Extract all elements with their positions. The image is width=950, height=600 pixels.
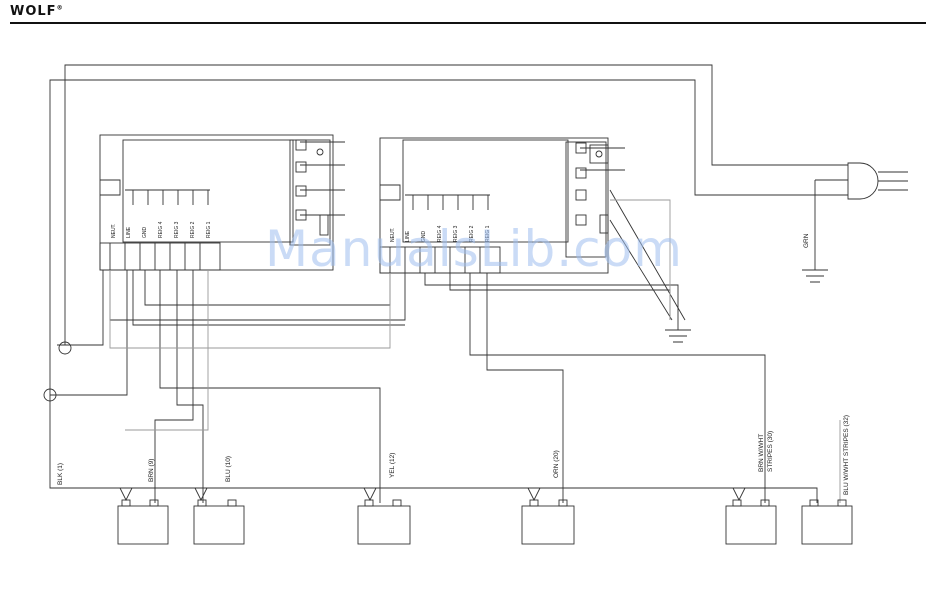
left-terminal-label: LINE [126,226,132,238]
left-terminal-label: NEUT. [111,224,117,238]
wire-label-brn: BRN (9) [148,459,155,482]
ground-symbols [665,270,828,342]
igniter-6 [802,506,852,544]
left-clip [100,180,120,195]
watermark-text: ManualsLib.com [265,220,683,278]
power-plug-icon [848,163,908,199]
left-terminal-label: REIG 3 [174,221,180,238]
wire-label-brn-wht: BRN W/WHT [758,434,765,472]
igniter-2 [194,506,244,544]
igniters [118,500,852,544]
wire-label-grn: GRN [803,233,810,248]
wire-label-orn: ORN (20) [553,450,560,478]
igniter-3 [358,506,410,544]
left-terminal-label: REIG 4 [158,221,164,238]
left-terminal-label: REIG 2 [190,221,196,238]
wire-label-blk: BLK (1) [57,463,64,485]
wiring-lines [50,65,848,503]
igniter-5 [726,506,776,544]
wire-label-blu-wht: BLU W/WHT STRIPES (32) [843,415,850,495]
wire-label-yel: YEL (12) [389,453,396,478]
left-terminal-label: GND [142,227,148,239]
igniter-4 [522,506,574,544]
left-terminal-label: REIG 1 [206,221,212,238]
igniter-1 [118,506,168,544]
wire-label-blu: BLU (10) [225,456,232,482]
wire-label-brn-wht-stripes: STRIPES (30) [767,431,774,472]
